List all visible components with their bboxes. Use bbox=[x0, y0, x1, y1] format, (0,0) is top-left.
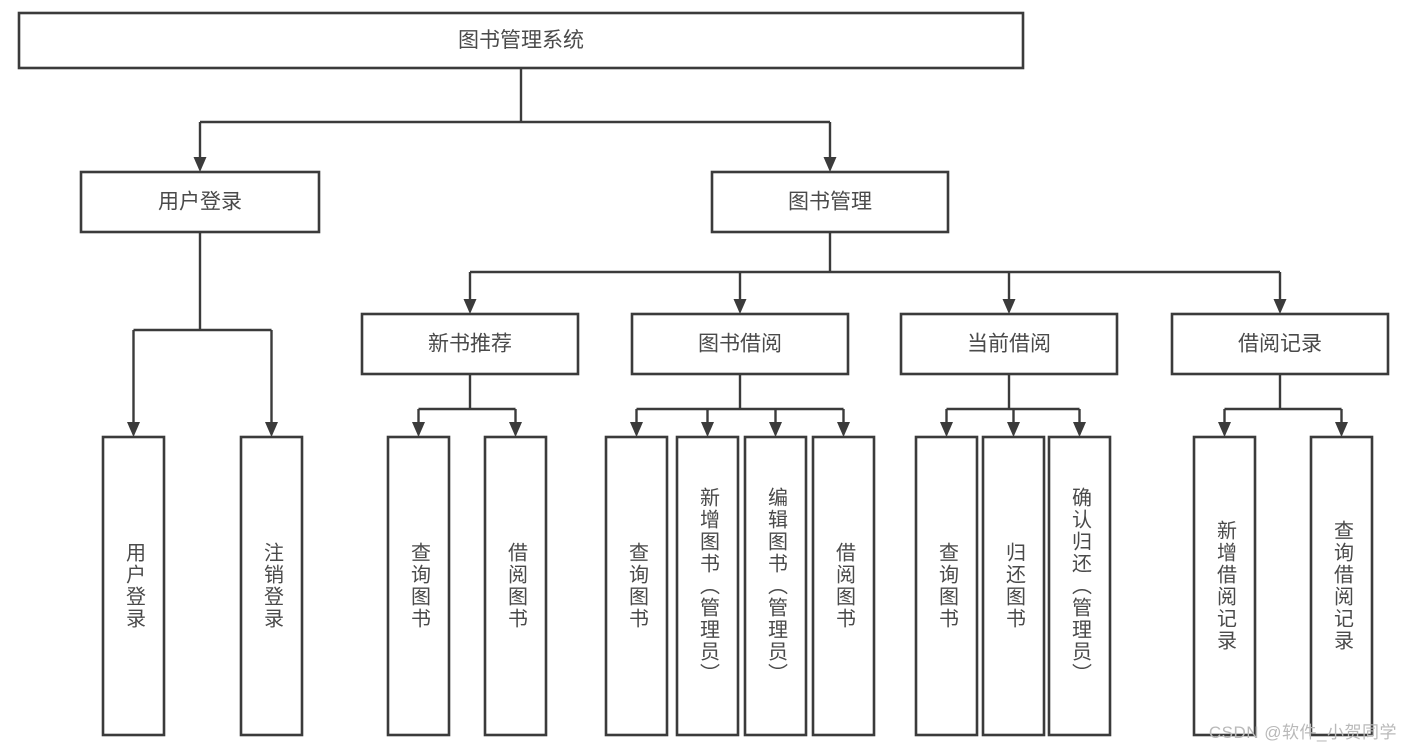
node-box-leaf-add-borrow-record[interactable] bbox=[1192, 435, 1257, 737]
arrowhead bbox=[823, 157, 837, 172]
node-box-book-manage[interactable] bbox=[710, 170, 950, 234]
arrowhead bbox=[1002, 299, 1016, 314]
node-box-leaf-query-borrow-record[interactable] bbox=[1309, 435, 1374, 737]
node-box-leaf-confirm-return-admin[interactable] bbox=[1047, 435, 1112, 737]
arrowhead bbox=[1273, 299, 1287, 314]
node-box-new-book-recommend[interactable] bbox=[360, 312, 580, 376]
arrowhead bbox=[1073, 422, 1086, 437]
node-label-book-borrow: 图书借阅 bbox=[698, 333, 782, 356]
node-label-borrow-record: 借阅记录 bbox=[1238, 333, 1322, 356]
arrowhead bbox=[265, 422, 278, 437]
arrowhead bbox=[837, 422, 850, 437]
arrowhead bbox=[1218, 422, 1231, 437]
node-box-leaf-add-book-admin[interactable] bbox=[675, 435, 740, 737]
node-label-root: 图书管理系统 bbox=[458, 29, 584, 52]
arrowhead bbox=[1335, 422, 1348, 437]
node-box-leaf-query-book-current[interactable] bbox=[914, 435, 979, 737]
node-box-user-login[interactable] bbox=[79, 170, 321, 234]
node-box-leaf-user-logout[interactable] bbox=[239, 435, 304, 737]
arrowhead bbox=[463, 299, 477, 314]
node-box-layer bbox=[17, 11, 1390, 737]
node-label-book-manage: 图书管理 bbox=[788, 191, 872, 214]
arrowhead bbox=[509, 422, 522, 437]
node-box-borrow-record[interactable] bbox=[1170, 312, 1390, 376]
arrowhead bbox=[1007, 422, 1020, 437]
arrowhead bbox=[127, 422, 140, 437]
node-box-leaf-user-login[interactable] bbox=[101, 435, 166, 737]
arrowhead bbox=[193, 157, 207, 172]
node-box-leaf-query-book-borrow[interactable] bbox=[604, 435, 669, 737]
node-box-root[interactable] bbox=[17, 11, 1025, 70]
node-box-leaf-query-book-recommend[interactable] bbox=[386, 435, 451, 737]
watermark-text: CSDN @软件_小贺同学 bbox=[1208, 723, 1397, 742]
arrowhead bbox=[940, 422, 953, 437]
node-box-leaf-borrow-book[interactable] bbox=[811, 435, 876, 737]
node-box-leaf-borrow-book-recommend[interactable] bbox=[483, 435, 548, 737]
arrowhead bbox=[412, 422, 425, 437]
arrowhead bbox=[769, 422, 782, 437]
node-label-current-borrow: 当前借阅 bbox=[967, 333, 1051, 356]
node-box-current-borrow[interactable] bbox=[899, 312, 1119, 376]
node-box-book-borrow[interactable] bbox=[630, 312, 850, 376]
connector-layer bbox=[127, 68, 1348, 437]
arrowhead bbox=[701, 422, 714, 437]
node-box-leaf-edit-book-admin[interactable] bbox=[743, 435, 808, 737]
node-label-user-login: 用户登录 bbox=[158, 191, 242, 214]
arrowhead bbox=[733, 299, 747, 314]
node-box-leaf-return-book[interactable] bbox=[981, 435, 1046, 737]
arrowhead bbox=[630, 422, 643, 437]
node-label-new-book-recommend: 新书推荐 bbox=[428, 333, 512, 356]
